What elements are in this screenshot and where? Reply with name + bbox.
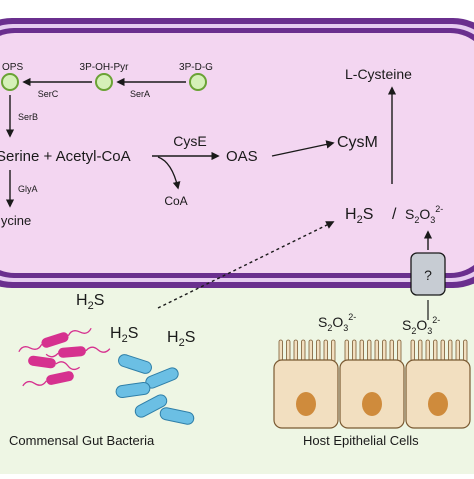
- pink-bacterium: [45, 346, 111, 358]
- microvillus: [352, 339, 357, 363]
- sulfur-slash: /: [392, 206, 397, 223]
- bacterial-h2s-3: H2S: [167, 329, 195, 349]
- oas-to-cysm-arrow: [271, 140, 335, 157]
- bacterial-h2s-1: H2S: [76, 292, 104, 312]
- microvillus: [463, 339, 468, 363]
- microvillus: [359, 339, 364, 363]
- microvillus: [382, 339, 387, 363]
- microvillus: [316, 339, 321, 363]
- serc-label: SerC: [38, 89, 59, 99]
- oas-label: OAS: [226, 148, 258, 165]
- microvillus: [278, 339, 283, 363]
- microvillus: [425, 339, 430, 363]
- intracellular-h2s: H2S: [345, 206, 373, 226]
- microvillus: [397, 339, 402, 363]
- transporter-box: [410, 252, 446, 296]
- coa-label: CoA: [164, 194, 187, 208]
- thiosulfate-transporter: ?: [410, 230, 446, 320]
- microvillus: [455, 339, 460, 363]
- microvillus: [448, 339, 453, 363]
- host-thiosulfate-2: S2O32-: [402, 315, 440, 336]
- intracellular-thiosulfate: S2O32-: [405, 204, 443, 225]
- 3p-oh-pyr-label: 3P-OH-Pyr: [80, 62, 130, 73]
- microvillus: [374, 339, 379, 363]
- cell-nucleus: [428, 392, 448, 416]
- pink-bacterium: [22, 371, 74, 387]
- microvillus: [308, 339, 313, 363]
- cell-nucleus: [362, 392, 382, 416]
- l-cysteine-label: L-Cysteine: [345, 66, 412, 82]
- ops-label: OPS: [2, 62, 23, 73]
- microvillus: [286, 339, 291, 363]
- blue-bacterium: [118, 354, 152, 374]
- bacteria-caption: Commensal Gut Bacteria: [9, 433, 155, 448]
- cell-nucleus: [296, 392, 316, 416]
- blue-bacterium: [134, 394, 168, 418]
- host-caption: Host Epithelial Cells: [303, 433, 419, 448]
- bacterial-h2s-2: H2S: [110, 325, 138, 345]
- microvillus: [301, 339, 306, 363]
- microvillus: [367, 339, 372, 363]
- serine-acetylcoa-label: Serine + Acetyl-CoA: [0, 148, 131, 165]
- pink-bacterium: [18, 327, 92, 353]
- host-epithelium: [273, 339, 471, 429]
- 3p-d-g-node: [189, 73, 207, 91]
- sera-label: SerA: [130, 89, 150, 99]
- microvillus: [323, 339, 328, 363]
- microvillus: [433, 339, 438, 363]
- pink-bacterium: [28, 355, 81, 371]
- 3p-d-g-label: 3P-D-G: [179, 62, 213, 73]
- blue-bacterium: [115, 381, 151, 399]
- glya-label: GlyA: [18, 184, 38, 194]
- microvillus: [331, 339, 336, 363]
- microvilli: [278, 339, 468, 363]
- transporter-label: ?: [424, 267, 432, 283]
- microvillus: [344, 339, 349, 363]
- microvillus: [418, 339, 423, 363]
- microvillus: [389, 339, 394, 363]
- cytoplasm: [0, 33, 474, 273]
- h2s-diffusion-arrow: [157, 221, 335, 309]
- blue-bacterium: [159, 407, 195, 425]
- microvillus: [440, 339, 445, 363]
- serb-label: SerB: [18, 112, 38, 122]
- cysm-label: CysM: [337, 134, 378, 151]
- microvillus: [410, 339, 415, 363]
- commensal-bacteria: [18, 327, 195, 425]
- cyse-label: CysE: [173, 133, 206, 149]
- ops-node: [1, 73, 19, 91]
- microvillus: [293, 339, 298, 363]
- glycine-label: lycine: [0, 213, 31, 228]
- coa-release-arrow: [157, 156, 181, 190]
- host-thiosulfate-1: S2O32-: [318, 312, 356, 333]
- 3p-oh-pyr-node: [95, 73, 113, 91]
